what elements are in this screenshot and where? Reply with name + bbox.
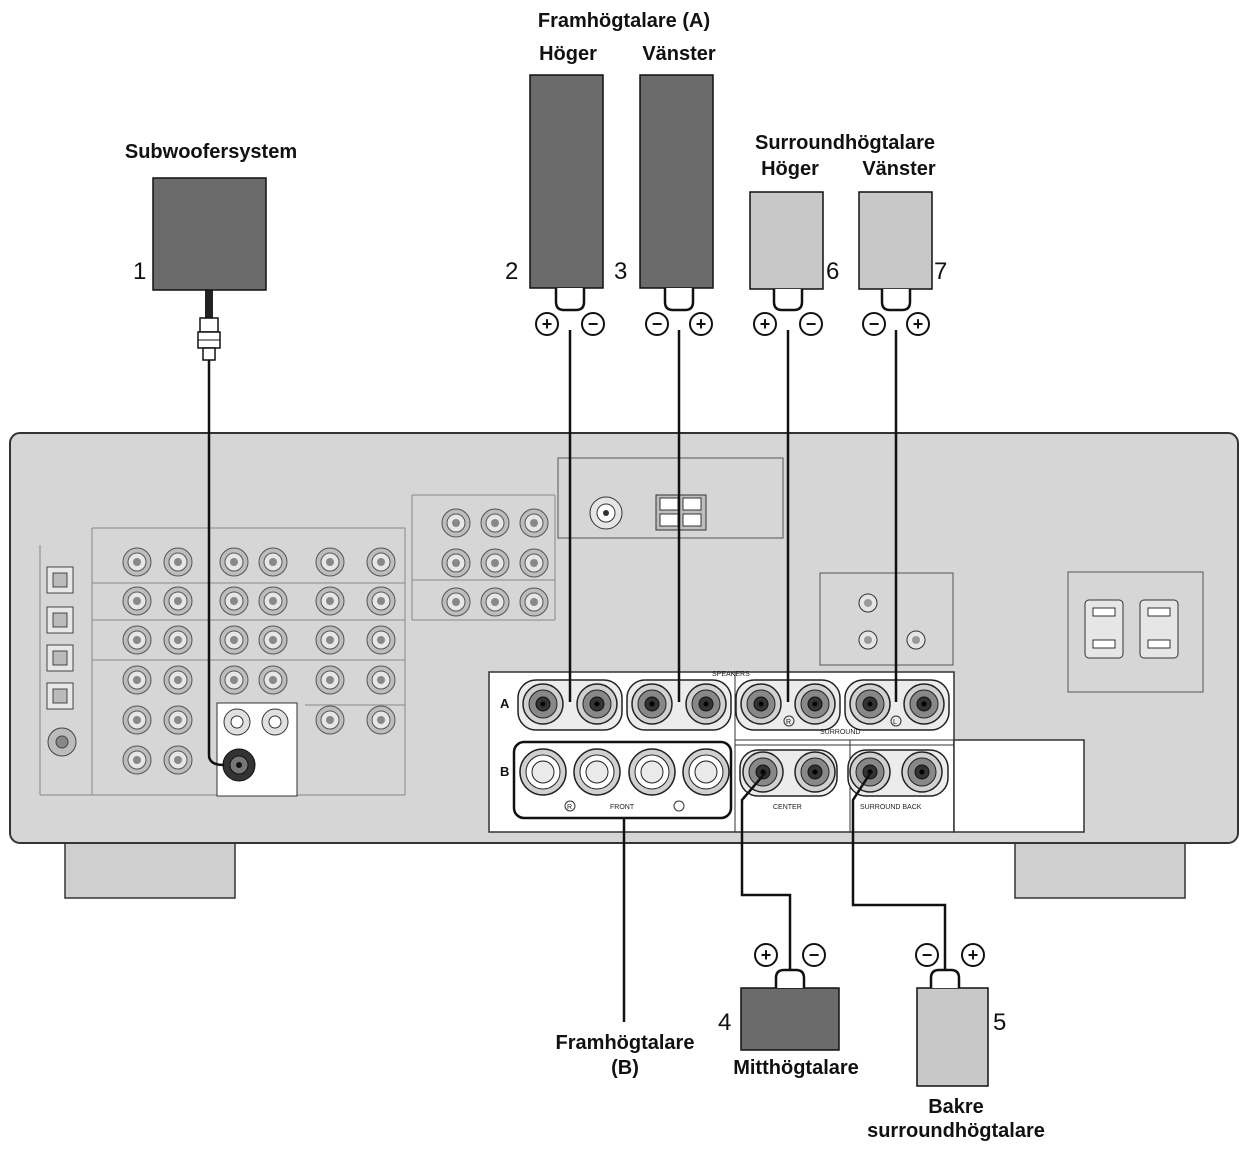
surround-left-label: Vänster — [862, 158, 936, 180]
svg-text:−: − — [806, 314, 817, 334]
surround-left-speaker — [858, 191, 933, 290]
rca-jacks — [122, 547, 396, 775]
number-surround-back: 5 — [993, 1009, 1006, 1036]
panel-speakers-label: SPEAKERS — [712, 671, 750, 678]
control-jacks — [819, 572, 954, 666]
center-label: Mitthögtalare — [733, 1057, 859, 1079]
front-b-bracket — [512, 740, 733, 820]
antenna-terminal-box — [557, 457, 784, 539]
panel-row-a-label: A — [500, 696, 510, 711]
subwoofer-label: Subwoofersystem — [125, 141, 297, 163]
panel-surround-back-label: SURROUND BACK — [860, 804, 922, 811]
input-jack-bank — [39, 494, 556, 796]
subwoofer-output-area — [216, 702, 298, 797]
ac-outlets — [1067, 571, 1204, 693]
number-front-right: 2 — [505, 258, 518, 285]
speaker-wire-loops — [554, 288, 961, 988]
svg-text:+: + — [696, 314, 707, 334]
svg-text:L: L — [893, 719, 897, 726]
surround-right-speaker — [749, 191, 824, 290]
polarity-markers: + − − + + − − + + − − + — [535, 312, 985, 967]
front-right-label: Höger — [539, 43, 597, 65]
surround-back-speaker — [916, 987, 989, 1087]
surround-back-label-line1: Bakre — [928, 1096, 984, 1118]
optical-inputs — [46, 566, 77, 757]
surround-title: Surroundhögtalare — [755, 132, 935, 154]
front-b-label-line2: (B) — [611, 1057, 639, 1079]
rca-jacks-middle — [441, 508, 549, 617]
front-right-speaker — [529, 74, 604, 289]
svg-text:R: R — [567, 804, 572, 811]
receiver-feet — [64, 842, 1186, 899]
svg-text:−: − — [922, 945, 933, 965]
panel-front-label: FRONT — [610, 804, 635, 811]
svg-text:−: − — [652, 314, 663, 334]
number-center: 4 — [718, 1009, 731, 1036]
svg-text:−: − — [588, 314, 599, 334]
svg-text:+: + — [760, 314, 771, 334]
front-a-title: Framhögtalare (A) — [538, 10, 710, 32]
panel-surround-label: SURROUND — [820, 729, 860, 736]
svg-text:R: R — [786, 719, 791, 726]
speaker-terminals — [517, 679, 950, 797]
speaker-cables — [207, 330, 947, 1022]
number-subwoofer: 1 — [133, 258, 146, 285]
front-b-label-line1: Framhögtalare — [556, 1032, 695, 1054]
subwoofer-speaker — [152, 177, 267, 291]
number-surround-right: 6 — [826, 258, 839, 285]
surround-back-label-line2: surroundhögtalare — [867, 1120, 1045, 1142]
number-front-left: 3 — [614, 258, 627, 285]
svg-text:+: + — [968, 945, 979, 965]
panel-channel-marks: R L R — [564, 715, 902, 812]
subwoofer-cable-plug — [197, 288, 221, 361]
svg-text:+: + — [542, 314, 553, 334]
svg-text:−: − — [809, 945, 820, 965]
surround-right-label: Höger — [761, 158, 819, 180]
svg-text:+: + — [761, 945, 772, 965]
front-left-speaker — [639, 74, 714, 289]
svg-text:−: − — [869, 314, 880, 334]
front-left-label: Vänster — [642, 43, 716, 65]
panel-row-b-label: B — [500, 764, 509, 779]
center-speaker — [740, 987, 840, 1051]
panel-center-label: CENTER — [773, 804, 802, 811]
number-surround-left: 7 — [934, 258, 947, 285]
svg-text:+: + — [913, 314, 924, 334]
